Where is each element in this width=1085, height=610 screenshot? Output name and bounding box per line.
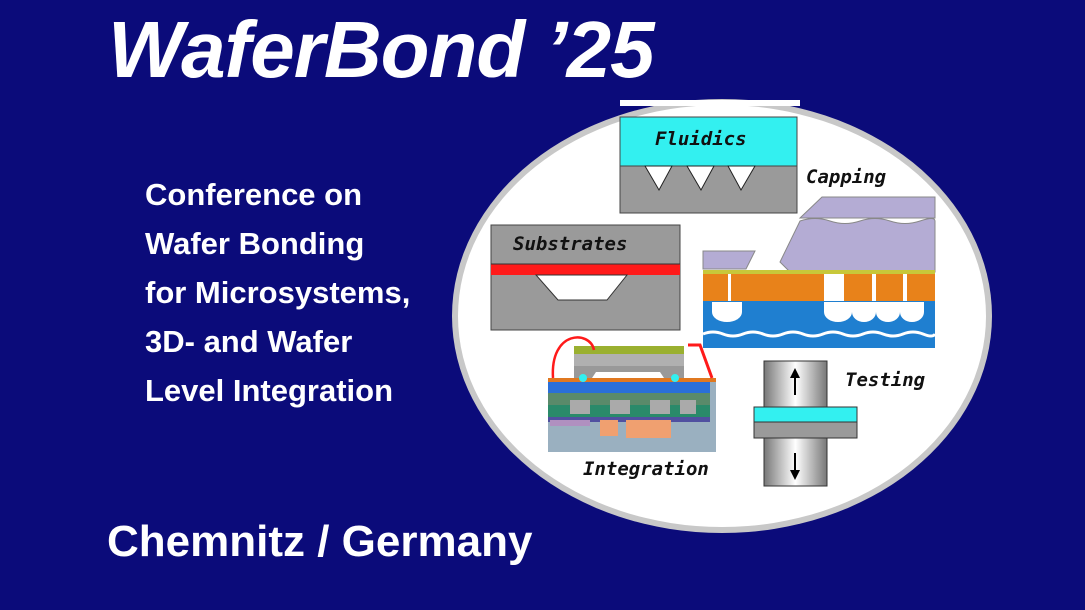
capping-illustration bbox=[702, 196, 937, 348]
fluidics-illustration: Fluidics bbox=[619, 116, 798, 214]
arrow-down-icon bbox=[790, 453, 800, 480]
subtitle-line: for Microsystems, bbox=[145, 275, 411, 310]
subtitle-line: 3D- and Wafer bbox=[145, 324, 353, 359]
integration-label: Integration bbox=[583, 458, 709, 480]
subtitle-line: Wafer Bonding bbox=[145, 226, 365, 261]
page-title: WaferBond ’25 bbox=[108, 5, 655, 94]
subtitle-line: Level Integration bbox=[145, 373, 394, 408]
subtitle: Conference on Wafer Bonding for Microsys… bbox=[145, 170, 410, 415]
testing-illustration: Testing bbox=[753, 360, 926, 487]
testing-label: Testing bbox=[845, 369, 926, 391]
arrow-up-icon bbox=[790, 368, 800, 395]
substrates-label: Substrates bbox=[513, 233, 627, 255]
fluidics-label: Fluidics bbox=[655, 128, 747, 150]
location: Chemnitz / Germany bbox=[107, 517, 533, 566]
subtitle-line: Conference on bbox=[145, 177, 363, 212]
integration-illustration: Integration bbox=[548, 336, 716, 480]
substrates-illustration: Substrates bbox=[490, 224, 681, 331]
capping-label: Capping bbox=[806, 166, 887, 188]
